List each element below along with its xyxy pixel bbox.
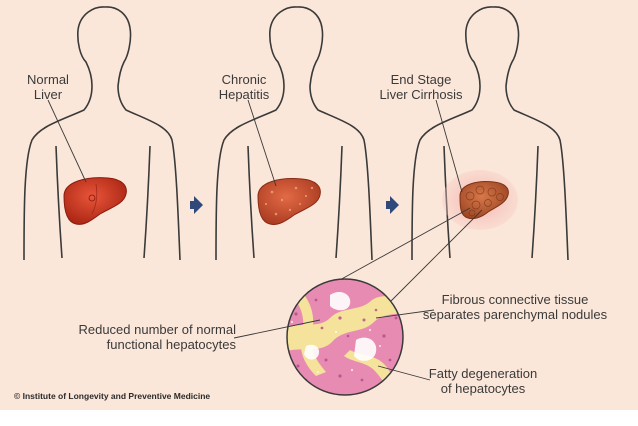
callout-line: functional hepatocytes [106, 337, 236, 352]
callout-leader-lines [233, 309, 435, 381]
label-end-stage-cirrhosis: End Stage Liver Cirrhosis [368, 72, 474, 102]
copyright-credit: © Institute of Longevity and Preventive … [14, 391, 211, 401]
arrow-right-icon [190, 196, 203, 214]
tissue-circle-border [286, 278, 404, 396]
body-silhouette-hepatitis [215, 6, 373, 261]
callout-line: Reduced number of normal [78, 322, 236, 337]
liver-hepatitis [257, 178, 321, 225]
liver-normal [63, 177, 127, 225]
label-line: Normal [27, 72, 69, 87]
callout-fibrous-tissue: Fibrous connective tissue separates pare… [420, 292, 610, 322]
liver-cirrhosis [442, 170, 518, 230]
label-line: Chronic [221, 72, 267, 87]
tissue-micrograph [287, 279, 403, 395]
callout-line: Fatty degeneration [428, 366, 538, 381]
callout-fatty-degeneration: Fatty degeneration of hepatocytes [418, 366, 548, 396]
callout-line: Fibrous connective tissue [441, 292, 589, 307]
label-line: Hepatitis [218, 87, 270, 102]
label-normal-liver: Normal Liver [18, 72, 78, 102]
label-line: End Stage [390, 72, 452, 87]
label-line: Liver [33, 87, 63, 102]
body-silhouette-normal [23, 6, 181, 261]
callout-reduced-hepatocytes: Reduced number of normal functional hepa… [70, 322, 236, 352]
label-line: Liver Cirrhosis [379, 87, 463, 102]
label-chronic-hepatitis: Chronic Hepatitis [206, 72, 282, 102]
callout-line: of hepatocytes [440, 381, 526, 396]
callout-line: separates parenchymal nodules [422, 307, 608, 322]
arrow-right-icon [386, 196, 399, 214]
label-leader-lines [47, 99, 463, 193]
